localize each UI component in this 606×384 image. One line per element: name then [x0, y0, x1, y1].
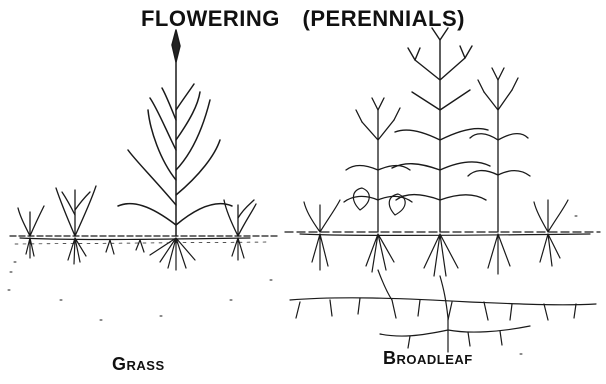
label-grass: Grass: [112, 354, 165, 375]
grass-shoot-left: [18, 186, 96, 236]
broadleaf-rosettes: [304, 188, 568, 232]
broadleaf-plant-right: [468, 68, 530, 232]
broadleaf-roots: [290, 234, 596, 352]
grass-plant-main: [118, 30, 232, 236]
label-broadleaf: Broadleaf: [383, 348, 473, 369]
speckles: [8, 216, 577, 354]
broadleaf-plant-tall: [392, 28, 490, 232]
